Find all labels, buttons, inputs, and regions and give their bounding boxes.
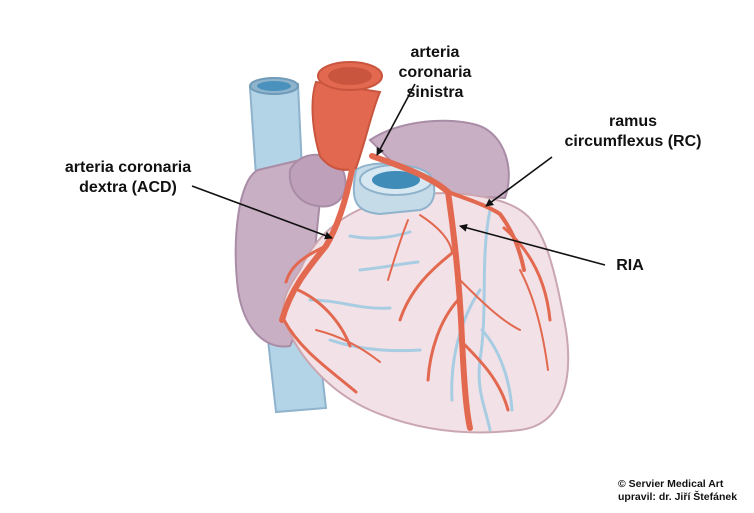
cardiac-veins [308,208,514,432]
aorta [311,61,383,171]
label-line: dextra (ACD) [79,179,177,196]
arrow-dextra [191,185,333,240]
pulmonary-trunk [352,162,436,216]
label-line: ramus [608,113,658,130]
label-ria: RIA [616,257,644,274]
label-line: sinistra [406,84,464,101]
label-line: arteria [410,44,460,61]
arrow-sinistra [376,83,416,156]
label-line: circumflexus (RC) [564,133,702,150]
left-atrium [368,119,510,200]
label-line: arteria coronaria [64,159,192,176]
arrow-ria [459,223,606,266]
pointer-lines [191,83,606,266]
credit-block: © Servier Medical Art upravil: dr. Jiří … [618,478,737,504]
label-arteria-coronaria-dextra: arteria coronaria dextra (ACD) [48,158,208,198]
label-ramus-circumflexus: ramus circumflexus (RC) [548,112,718,152]
label-line: coronaria [398,64,472,81]
credit-line-1: © Servier Medical Art [618,478,724,490]
arrow-circumflexus [485,156,553,207]
ventricles [282,192,570,434]
label-arteria-coronaria-sinistra: arteria coronaria sinistra [385,43,485,103]
coronary-arteries [279,153,552,431]
credit-line-2: upravil: dr. Jiří Štefánek [618,491,738,503]
